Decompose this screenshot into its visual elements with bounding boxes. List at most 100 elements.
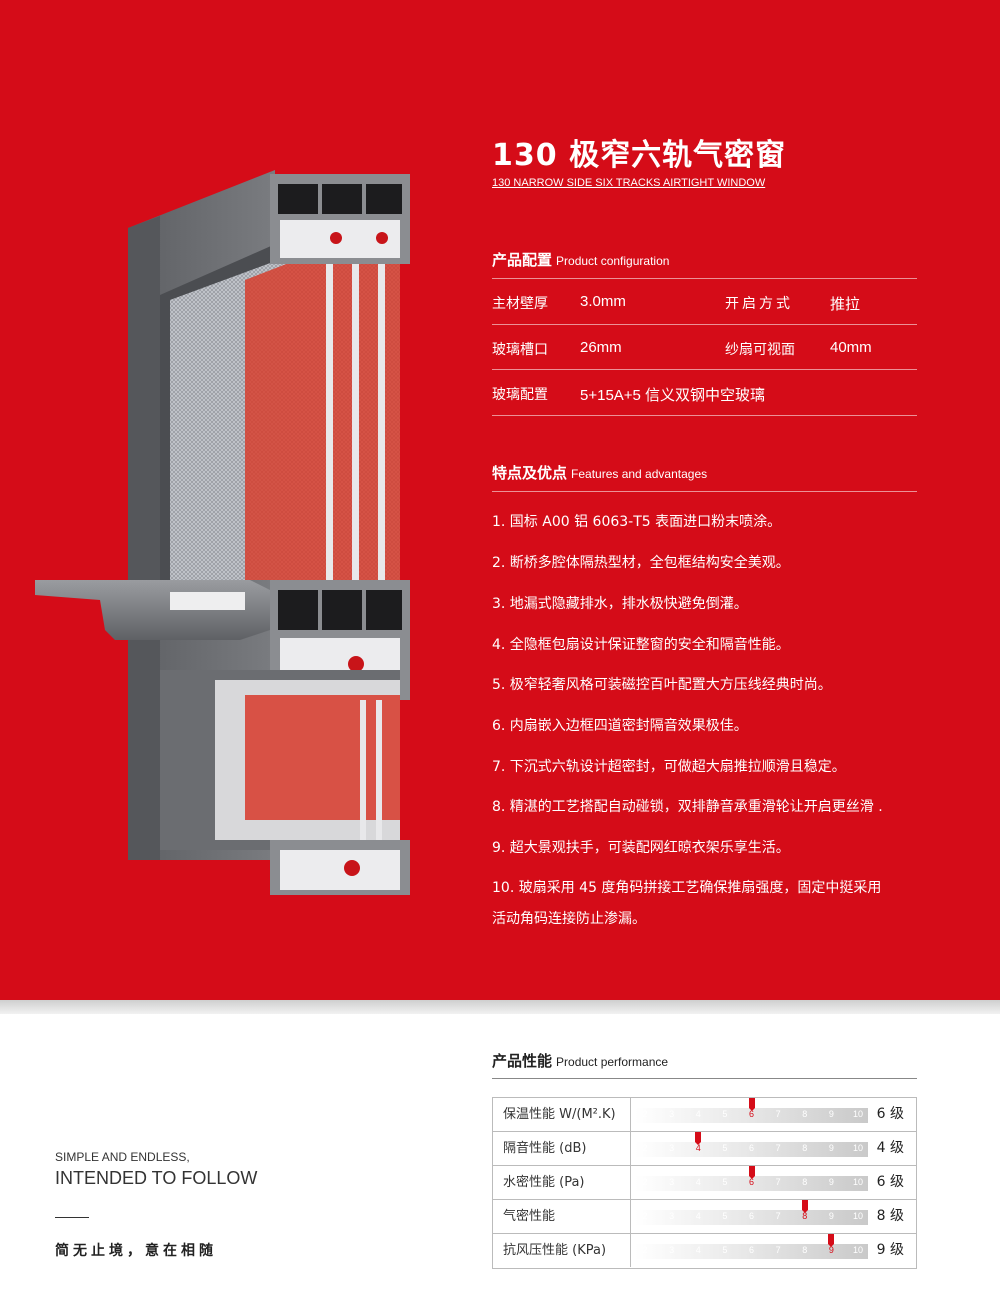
slogan-line-3: 简无止境，意在相随 (55, 1243, 217, 1259)
scale-tick: 3 (669, 1109, 675, 1119)
scale-tick: 6 (748, 1245, 754, 1255)
feature-item: 9. 超大景观扶手，可装配网红晾衣架乐享生活。 (492, 840, 790, 856)
scale-tick: 7 (775, 1211, 781, 1221)
divider (492, 278, 917, 279)
scale-tick: 4 (695, 1245, 701, 1255)
scale-tick: 3 (669, 1211, 675, 1221)
scale-tick: 7 (775, 1177, 781, 1187)
level-marker (801, 1200, 808, 1213)
performance-level: 4 级 (876, 1140, 904, 1156)
performance-divider (492, 1078, 917, 1079)
scale-tick: 7 (775, 1109, 781, 1119)
config-value: 40mm (830, 339, 872, 356)
scale-tick: 8 (802, 1177, 808, 1187)
page-subtitle: 130 NARROW SIDE SIX TRACKS AIRTIGHT WIND… (492, 177, 766, 189)
scale-tick: 4 (695, 1143, 701, 1153)
feature-item: 4. 全隐框包扇设计保证整窗的安全和隔音性能。 (492, 637, 790, 653)
feature-item: 1. 国标 A00 铝 6063-T5 表面进口粉末喷涂。 (492, 514, 782, 530)
features-heading-en: Features and advantages (571, 467, 708, 481)
config-label: 纱扇可视面 (725, 342, 795, 358)
scale-tick: 2 (642, 1245, 648, 1255)
performance-label: 抗风压性能 (KPa) (493, 1234, 631, 1267)
config-label: 玻璃配置 (492, 387, 548, 403)
divider (492, 324, 917, 325)
scale-tick: 6 (748, 1109, 754, 1119)
performance-label: 隔音性能 (dB) (493, 1132, 631, 1165)
slogan-line-1: SIMPLE AND ENDLESS, (55, 1150, 190, 1164)
divider (492, 369, 917, 370)
level-marker (748, 1166, 755, 1179)
scale-tick: 7 (775, 1245, 781, 1255)
scale-tick: 10 (852, 1143, 863, 1153)
scale-tick: 9 (828, 1177, 834, 1187)
config-row: 玻璃配置 5+15A+5 信义双钢中空玻璃 (492, 370, 917, 416)
scale-tick: 5 (722, 1211, 728, 1221)
feature-item: 2. 断桥多腔体隔热型材，全包框结构安全美观。 (492, 555, 790, 571)
config-value: 5+15A+5 信义双钢中空玻璃 (580, 387, 766, 404)
scale-tick: 2 (642, 1109, 648, 1119)
top-banner: 130 极窄六轨气密窗 130 NARROW SIDE SIX TRACKS A… (0, 0, 1000, 1000)
performance-table: 保温性能 W/(M².K) 2 3 4 5 6 7 8 9 10 6 级 隔音性能 (dB) 2 3 4 5 6… (492, 1097, 917, 1269)
performance-heading-zh: 产品性能 (492, 1052, 553, 1070)
performance-row: 隔音性能 (dB) 2 3 4 5 6 7 8 9 10 4 级 (493, 1132, 916, 1166)
scale-tick: 3 (669, 1143, 675, 1153)
scale-tick: 7 (775, 1143, 781, 1153)
scale-tick: 10 (852, 1211, 863, 1221)
performance-level: 9 级 (876, 1242, 904, 1258)
scale-tick: 4 (695, 1211, 701, 1221)
scale-tick: 9 (828, 1245, 834, 1255)
performance-label: 保温性能 W/(M².K) (493, 1098, 631, 1131)
feature-item: 7. 下沉式六轨设计超密封，可做超大扇推拉顺滑且稳定。 (492, 759, 846, 775)
config-value: 26mm (580, 339, 622, 356)
performance-heading-en: Product performance (556, 1055, 669, 1069)
divider (492, 415, 917, 416)
scale-tick: 5 (722, 1109, 728, 1119)
scale-tick: 2 (642, 1211, 648, 1221)
window-profile-illustration (35, 170, 410, 895)
level-marker (695, 1132, 702, 1145)
scale-tick: 8 (802, 1143, 808, 1153)
scale-tick: 9 (828, 1109, 834, 1119)
config-row: 主材壁厚 3.0mm 开启方式 推拉 (492, 279, 917, 325)
config-row: 玻璃槽口 26mm 纱扇可视面 40mm (492, 325, 917, 371)
config-value: 3.0mm (580, 293, 626, 310)
config-value: 推拉 (830, 296, 861, 313)
scale-tick: 4 (695, 1109, 701, 1119)
config-label: 开启方式 (725, 296, 793, 312)
feature-item: 6. 内扇嵌入边框四道密封隔音效果极佳。 (492, 718, 748, 734)
level-marker (828, 1234, 835, 1247)
config-heading-zh: 产品配置 (492, 251, 553, 269)
performance-scale-bar: 2 3 4 5 6 7 8 9 10 (635, 1132, 868, 1157)
scale-tick: 9 (828, 1211, 834, 1221)
performance-scale-bar: 2 3 4 5 6 7 8 9 10 (635, 1200, 868, 1225)
scale-tick: 2 (642, 1143, 648, 1153)
scale-tick: 9 (828, 1143, 834, 1153)
scale-tick: 6 (748, 1143, 754, 1153)
scale-tick: 6 (748, 1177, 754, 1187)
scale-tick: 6 (748, 1211, 754, 1221)
performance-level: 6 级 (876, 1174, 904, 1190)
scale-tick: 4 (695, 1177, 701, 1187)
scale-tick: 5 (722, 1143, 728, 1153)
scale-tick: 5 (722, 1177, 728, 1187)
section-divider (0, 1000, 1000, 1014)
config-label: 玻璃槽口 (492, 342, 548, 358)
feature-item: 5. 极窄轻奢风格可装磁控百叶配置大方压线经典时尚。 (492, 677, 832, 693)
divider (492, 491, 917, 492)
slogan-line-2: INTENDED TO FOLLOW (55, 1168, 258, 1188)
scale-tick: 5 (722, 1245, 728, 1255)
scale-tick: 8 (802, 1211, 808, 1221)
scale-tick: 8 (802, 1245, 808, 1255)
feature-item: 3. 地漏式隐藏排水，排水极快避免倒灌。 (492, 596, 748, 612)
level-marker (748, 1098, 755, 1111)
config-label: 主材壁厚 (492, 296, 548, 312)
config-heading-en: Product configuration (556, 254, 670, 268)
scale-tick: 2 (642, 1177, 648, 1187)
